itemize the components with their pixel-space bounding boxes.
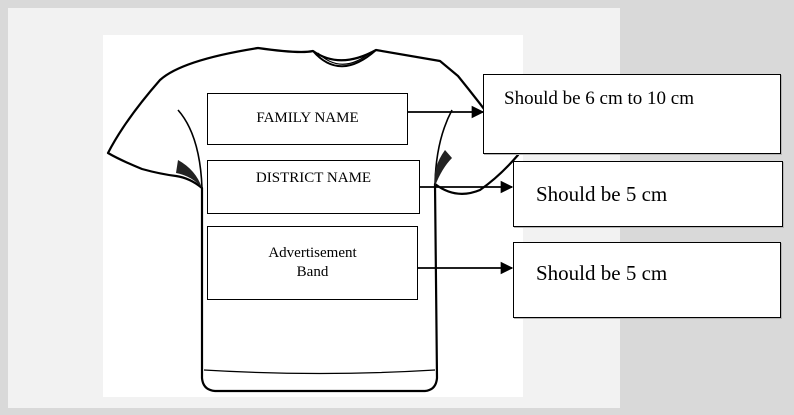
tshirt-collar [312, 49, 377, 68]
advertisement-label-line1: Advertisement [268, 244, 357, 261]
family-name-box: FAMILY NAME [207, 93, 408, 145]
advertisement-size-text: Should be 5 cm [536, 260, 668, 285]
advertisement-band-box: Advertisement Band [207, 226, 418, 300]
district-name-size-note: Should be 5 cm [513, 161, 783, 227]
family-name-label: FAMILY NAME [256, 110, 359, 127]
family-name-size-note: Should be 6 cm to 10 cm [483, 74, 781, 154]
advertisement-size-note: Should be 5 cm [513, 242, 781, 318]
district-name-box: DISTRICT NAME [207, 160, 420, 214]
left-sleeve-seam [177, 109, 203, 189]
family-name-size-text: Should be 6 cm to 10 cm [504, 88, 694, 109]
district-name-size-text: Should be 5 cm [536, 181, 668, 206]
tshirt-collar-inner [317, 51, 372, 65]
right-armpit-shadow [434, 150, 452, 186]
advertisement-label-line2: Band [296, 264, 329, 280]
district-name-label: DISTRICT NAME [255, 170, 372, 187]
tshirt-hem [203, 369, 436, 375]
left-armpit-shadow [176, 160, 202, 188]
